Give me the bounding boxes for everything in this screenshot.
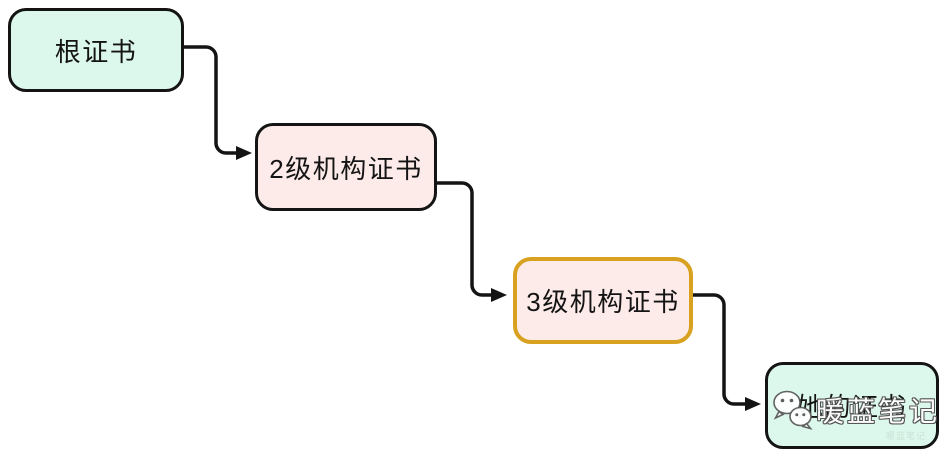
watermark-corner-text: 暖蓝笔记: [885, 431, 926, 441]
node-leaf-cert: 她的证书 暖蓝笔记 暖蓝笔记: [765, 362, 939, 449]
node-leaf-cert-label: 她的证书: [796, 392, 907, 422]
node-root-cert: 根证书: [8, 8, 184, 92]
node-l2-cert: 2级机构证书: [255, 123, 437, 211]
node-root-cert-label: 根证书: [54, 36, 138, 67]
edge-l2-to-l3: [435, 181, 507, 302]
node-l2-cert-label: 2级机构证书: [269, 153, 423, 184]
node-l3-cert-label: 3级机构证书: [526, 287, 680, 317]
edge-l3-to-leaf: [690, 293, 761, 411]
node-l3-cert: 3级机构证书: [513, 257, 693, 344]
edge-root-to-l2: [182, 45, 252, 160]
